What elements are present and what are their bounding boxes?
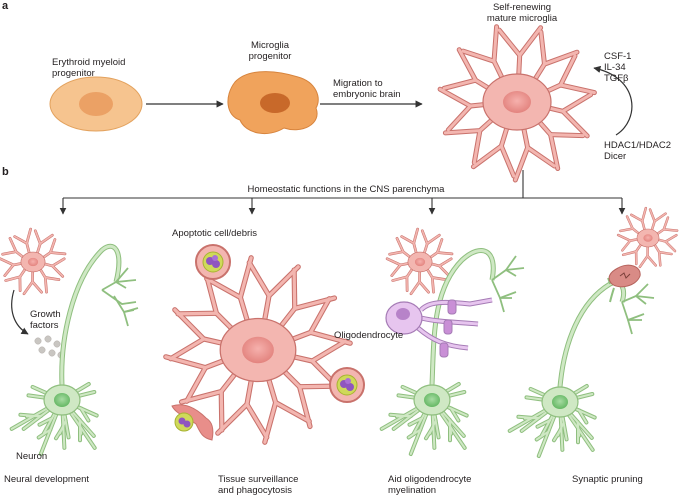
neuron-label: Neuron — [16, 451, 48, 462]
homeostatic-header: Homeostatic functions in the CNS parench… — [247, 184, 445, 195]
growth-factor-arrow — [11, 289, 29, 335]
neuron-neural-dev — [9, 243, 139, 456]
mature-microglia-cell — [437, 24, 597, 183]
microglia-processes-inner — [386, 228, 453, 295]
microglia-processes-inner — [0, 228, 66, 295]
caption-synaptic-pruning: Synaptic pruning — [572, 474, 643, 485]
oligodendrocyte-label: Oligodendrocyte — [334, 330, 404, 341]
axon-terminals — [491, 255, 525, 313]
panel-b-connector-lines — [59, 170, 626, 215]
panel-b-letter: b — [2, 166, 9, 178]
apoptotic-label: Apoptotic cell/debris — [172, 228, 258, 239]
axon-terminals — [101, 267, 139, 327]
apoptotic-cell-top — [195, 244, 231, 280]
axon-terminals — [607, 277, 655, 335]
pruning-phagosome — [608, 264, 641, 303]
phagocytic-cup — [171, 404, 214, 441]
erythroid-progenitor-cell — [49, 76, 143, 132]
neuron-axon — [429, 248, 496, 386]
panel-a-letter: a — [2, 0, 9, 12]
caption-neural-development: Neural development — [4, 474, 90, 485]
microglia-small-neural-dev — [0, 227, 67, 296]
oligodendrocyte-cell — [385, 297, 493, 358]
microglia-processes-inner — [617, 207, 678, 268]
self-renewal-arrow — [593, 65, 633, 136]
neuron-oligo — [379, 248, 525, 456]
neuron-pruning — [507, 277, 655, 458]
growth-factor-dots — [34, 335, 65, 359]
microglia-small-pruning — [616, 206, 679, 269]
apoptotic-cell-right — [329, 367, 365, 403]
microglia-small-oligo — [385, 227, 454, 296]
microglia-surveillance — [163, 255, 353, 445]
microglia-progenitor-cell — [227, 71, 319, 135]
